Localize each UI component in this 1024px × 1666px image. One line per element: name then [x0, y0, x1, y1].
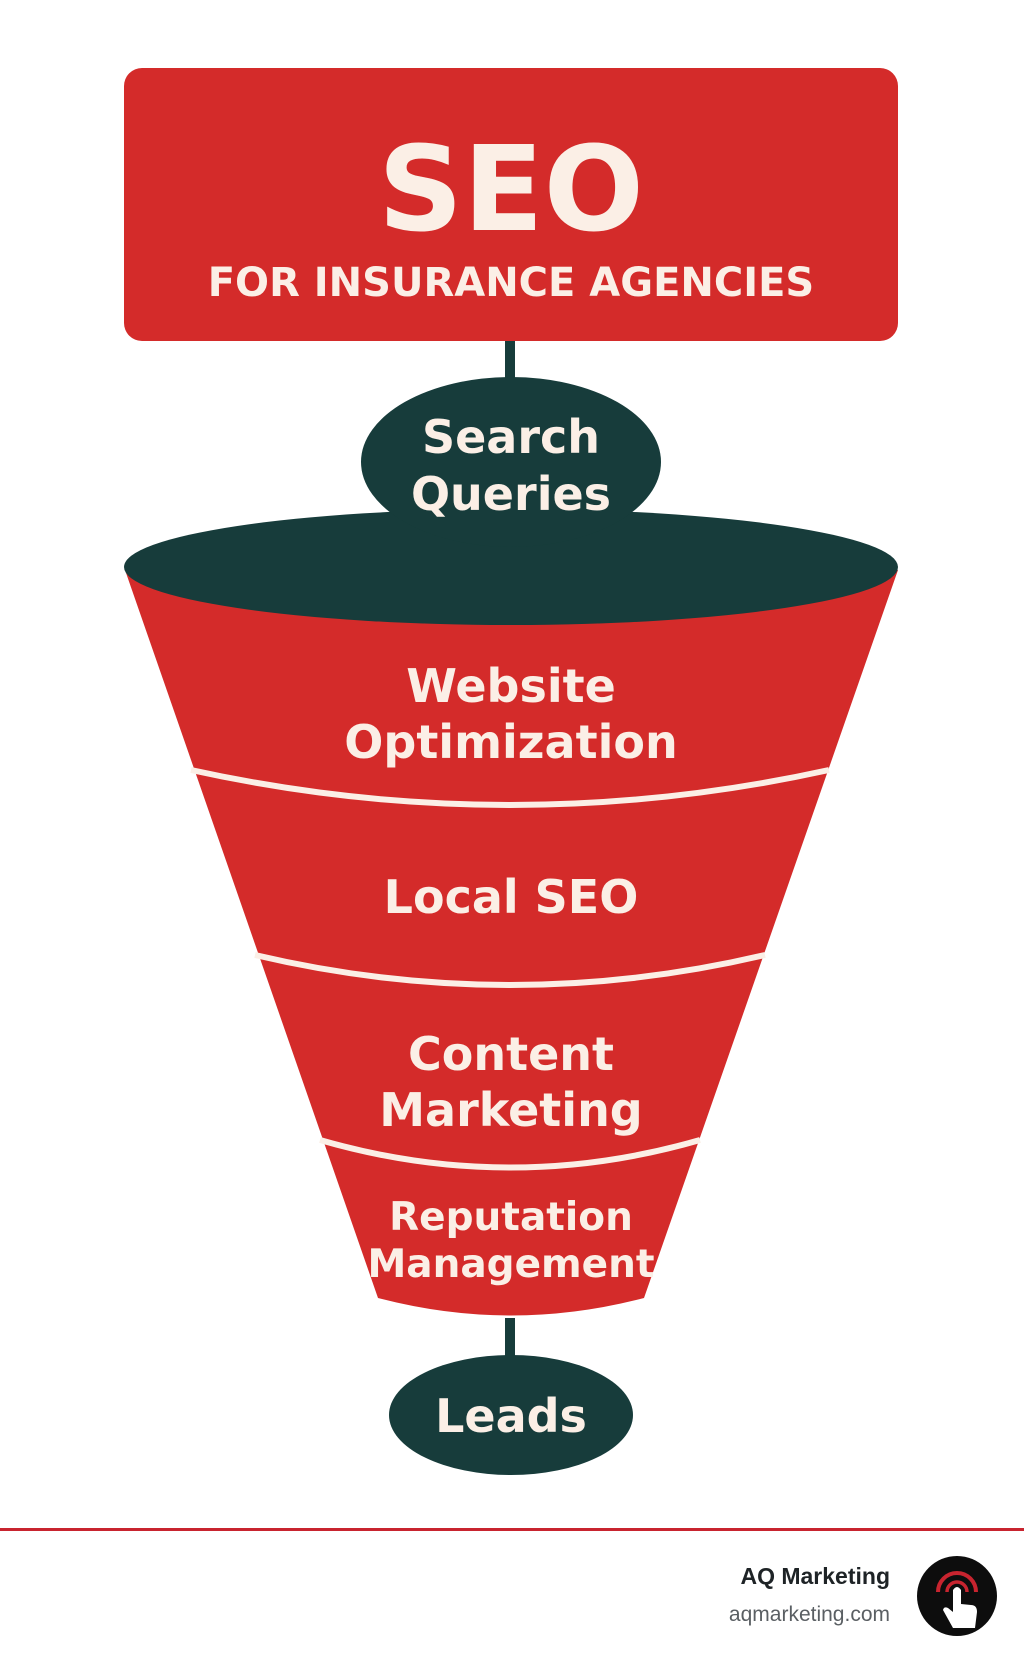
brand-name: AQ Marketing: [740, 1563, 890, 1589]
connector-top: [505, 335, 515, 395]
funnel: Website Optimization Local SEO Content M…: [124, 509, 898, 1316]
pointer-hand-shape: [943, 1587, 977, 1628]
stage-label-line1: Content: [408, 1027, 614, 1081]
brand-url: aqmarketing.com: [729, 1603, 890, 1626]
funnel-stage-local-seo: Local SEO: [384, 870, 639, 924]
stage-label-line1: Reputation: [389, 1195, 633, 1240]
leads-label: Leads: [435, 1389, 587, 1443]
stage-divider-3: [319, 1137, 701, 1171]
title-banner-bg: [124, 68, 898, 341]
funnel-body: [125, 570, 898, 1316]
funnel-stage-website-optimization: Website Optimization: [344, 659, 677, 769]
title-banner: SEO FOR INSURANCE AGENCIES: [124, 68, 898, 341]
page-title: SEO: [378, 120, 644, 258]
pointer-hand-icon: [936, 1571, 978, 1628]
page-subtitle: FOR INSURANCE AGENCIES: [208, 260, 815, 306]
stage-label-line1: Local SEO: [384, 870, 639, 924]
search-queries-line1: Search: [422, 410, 600, 464]
pointer-ring-outer: [936, 1571, 978, 1593]
connector-bottom: [505, 1318, 515, 1360]
search-queries-node: Search Queries: [361, 377, 661, 547]
search-queries-bubble: [361, 377, 661, 547]
stage-label-line1: Website: [406, 659, 616, 713]
leads-node: Leads: [389, 1355, 633, 1475]
footer-brand: AQ Marketing aqmarketing.com: [729, 1563, 890, 1626]
stage-label-line2: Management: [367, 1242, 654, 1287]
footer-divider: [0, 1528, 1024, 1531]
pointer-ring-inner: [945, 1580, 969, 1593]
stage-divider-2: [254, 952, 766, 988]
stage-divider-1: [190, 767, 830, 808]
stage-label-line2: Marketing: [379, 1083, 643, 1137]
brand-logo: [917, 1556, 997, 1636]
search-queries-line2: Queries: [411, 467, 611, 521]
funnel-opening: [124, 509, 898, 625]
leads-bubble: [389, 1355, 633, 1475]
funnel-stage-content-marketing: Content Marketing: [379, 1027, 643, 1137]
funnel-stage-reputation-management: Reputation Management: [367, 1195, 654, 1287]
stage-label-line2: Optimization: [344, 715, 677, 769]
